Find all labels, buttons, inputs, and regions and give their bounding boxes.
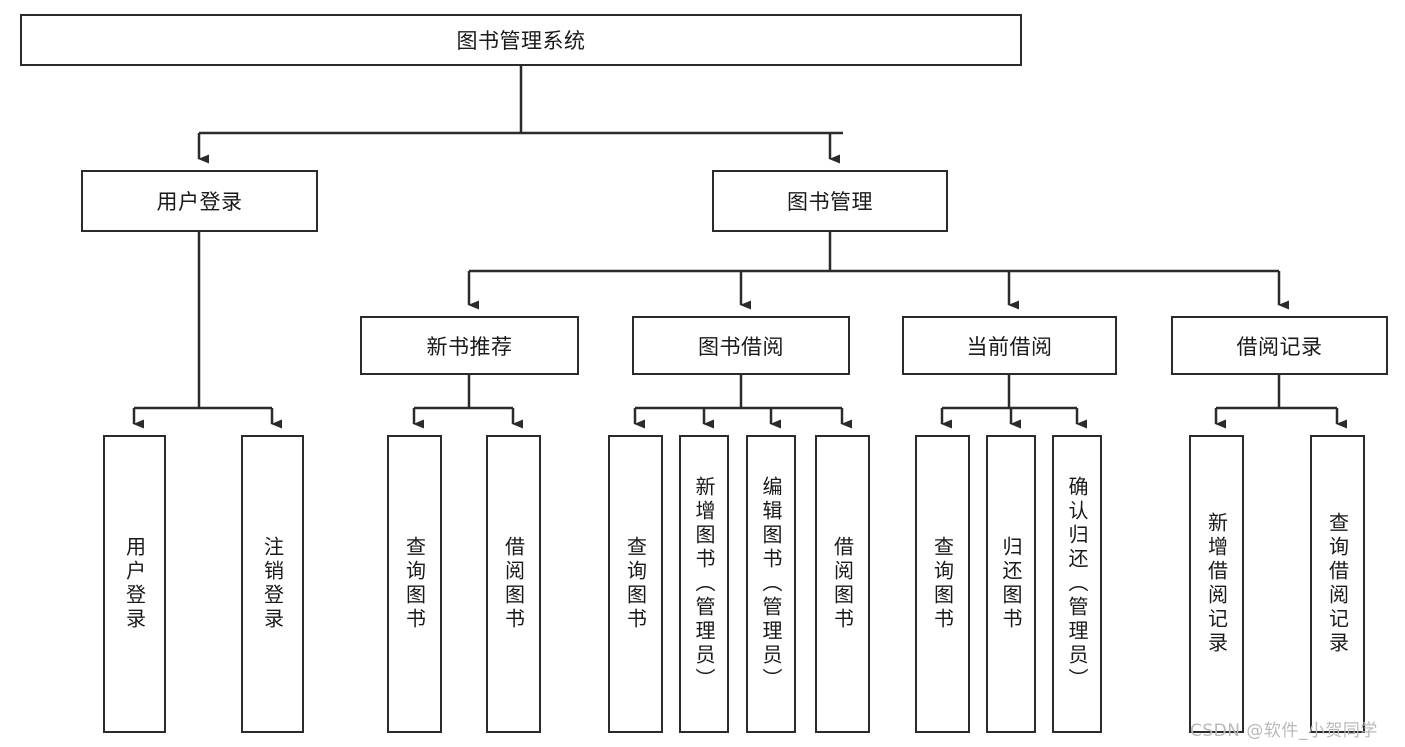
node-leaf-query-book-2[interactable]: 查询图书 xyxy=(608,435,663,733)
node-leaf-return-book-label: 归还图书 xyxy=(999,536,1023,632)
node-leaf-user-logout-label: 注销登录 xyxy=(260,536,285,632)
node-leaf-borrow-book-1[interactable]: 借阅图书 xyxy=(486,435,541,733)
node-user-login[interactable]: 用户登录 xyxy=(81,170,318,232)
node-book-borrow[interactable]: 图书借阅 xyxy=(632,316,850,375)
node-current-borrow-label: 当前借阅 xyxy=(966,334,1053,359)
node-new-book-recommend-label: 新书推荐 xyxy=(426,334,513,359)
node-leaf-add-borrow-record[interactable]: 新增借阅记录 xyxy=(1189,435,1244,733)
node-leaf-query-book-2-label: 查询图书 xyxy=(623,536,648,632)
node-current-borrow[interactable]: 当前借阅 xyxy=(902,316,1117,375)
node-leaf-add-borrow-record-label: 新增借阅记录 xyxy=(1204,512,1229,656)
node-leaf-confirm-return-admin[interactable]: 确认归还（管理员） xyxy=(1052,435,1102,733)
node-leaf-query-book-1-label: 查询图书 xyxy=(402,536,427,632)
node-book-manage-label: 图书管理 xyxy=(787,190,873,214)
node-book-manage[interactable]: 图书管理 xyxy=(712,170,948,232)
node-leaf-query-borrow-record[interactable]: 查询借阅记录 xyxy=(1310,435,1365,733)
node-leaf-add-book-admin-label: 新增图书（管理员） xyxy=(692,476,716,692)
node-leaf-return-book[interactable]: 归还图书 xyxy=(986,435,1036,733)
watermark: CSDN @软件_小贺同学 xyxy=(1190,721,1378,741)
node-leaf-edit-book-admin[interactable]: 编辑图书（管理员） xyxy=(746,435,796,733)
node-root-label: 图书管理系统 xyxy=(456,29,586,53)
node-book-borrow-label: 图书借阅 xyxy=(698,334,784,359)
node-leaf-query-book-1[interactable]: 查询图书 xyxy=(387,435,442,733)
node-leaf-query-borrow-record-label: 查询借阅记录 xyxy=(1325,512,1350,656)
node-leaf-query-book-3-label: 查询图书 xyxy=(930,536,955,632)
node-leaf-user-login[interactable]: 用户登录 xyxy=(103,435,166,733)
node-leaf-edit-book-admin-label: 编辑图书（管理员） xyxy=(759,476,783,692)
node-leaf-user-logout[interactable]: 注销登录 xyxy=(241,435,304,733)
node-leaf-borrow-book-2[interactable]: 借阅图书 xyxy=(815,435,870,733)
node-leaf-add-book-admin[interactable]: 新增图书（管理员） xyxy=(679,435,729,733)
node-user-login-label: 用户登录 xyxy=(156,190,243,214)
node-borrow-record-label: 借阅记录 xyxy=(1236,334,1323,359)
node-leaf-user-login-label: 用户登录 xyxy=(122,536,147,632)
node-leaf-borrow-book-1-label: 借阅图书 xyxy=(501,536,526,632)
node-leaf-confirm-return-admin-label: 确认归还（管理员） xyxy=(1065,476,1089,692)
node-leaf-borrow-book-2-label: 借阅图书 xyxy=(830,536,855,632)
node-leaf-query-book-3[interactable]: 查询图书 xyxy=(915,435,970,733)
node-borrow-record[interactable]: 借阅记录 xyxy=(1171,316,1388,375)
node-root[interactable]: 图书管理系统 xyxy=(20,14,1022,66)
node-new-book-recommend[interactable]: 新书推荐 xyxy=(360,316,579,375)
